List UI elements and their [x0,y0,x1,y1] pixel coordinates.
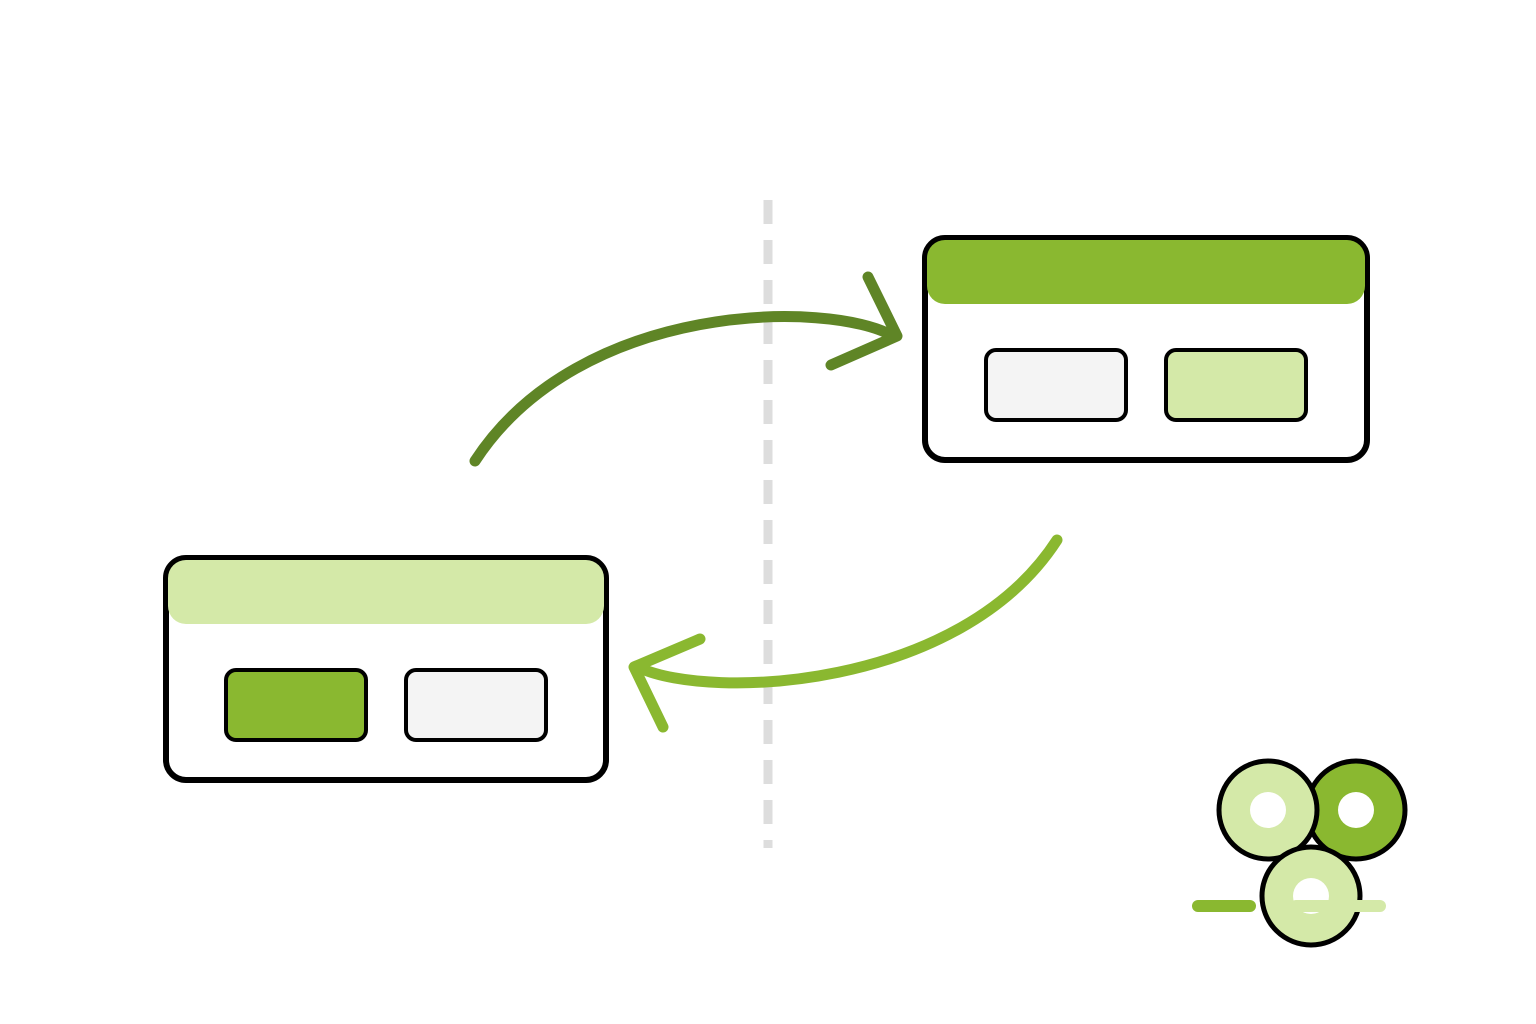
forward-arrow-head [825,271,903,371]
curved-arrow-left-icon [628,534,1063,733]
forward-arrow-shaft [469,311,899,467]
window-right-button-2[interactable] [1164,348,1308,422]
curved-arrow-right-icon [469,271,903,467]
window-left [163,555,609,783]
user-group-icon [1192,758,1408,948]
return-arrow-shaft [634,534,1063,689]
window-right-header [927,240,1365,304]
window-right-button-1[interactable] [984,348,1128,422]
window-left-button-2[interactable] [404,668,548,742]
window-right [922,235,1370,463]
return-arrow-head [628,633,706,733]
window-left-header [168,560,604,624]
window-left-button-1[interactable] [224,668,368,742]
